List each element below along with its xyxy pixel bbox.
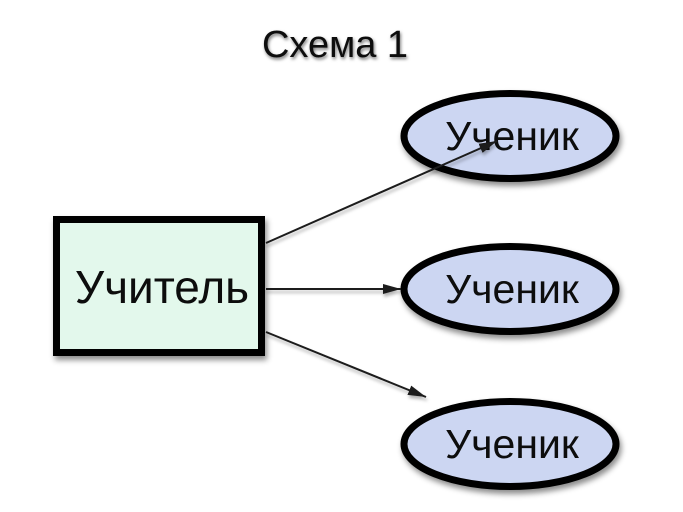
diagram-nodes: Учитель Ученик Ученик Ученик	[53, 90, 620, 490]
diagram-title: Схема 1	[262, 24, 408, 66]
teacher-node: Учитель	[53, 216, 265, 356]
student-node-top: Ученик	[400, 90, 620, 182]
student-label-top: Ученик	[445, 113, 580, 159]
student-ellipse-middle	[400, 243, 620, 335]
student-label-middle: Ученик	[445, 266, 580, 312]
teacher-box	[53, 216, 265, 356]
diagram-edges	[265, 140, 498, 398]
arrow-teacher-to-student-top	[265, 140, 498, 244]
student-node-bottom: Ученик	[400, 398, 620, 490]
arrow-teacher-to-student-bottom	[265, 331, 427, 398]
student-ellipse-top	[400, 90, 620, 182]
student-label-bottom: Ученик	[445, 421, 580, 467]
teacher-label: Учитель	[75, 261, 249, 313]
student-node-middle: Ученик	[400, 243, 620, 335]
student-ellipse-bottom	[400, 398, 620, 490]
